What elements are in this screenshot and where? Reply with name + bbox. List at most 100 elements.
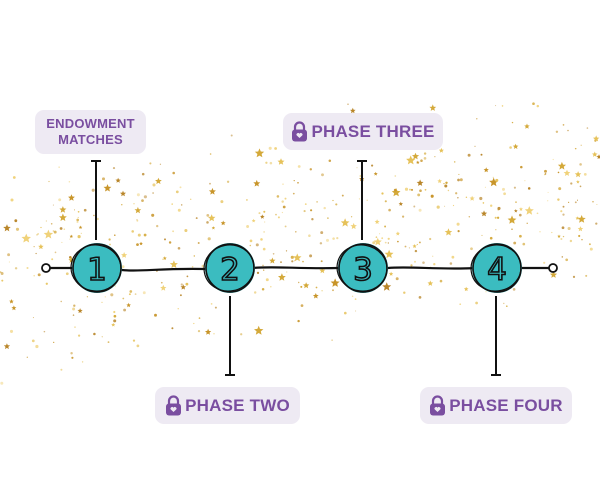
gold-glitter-dot	[263, 210, 266, 213]
gold-star-icon	[575, 216, 580, 220]
gold-glitter-dot	[574, 147, 577, 150]
gold-star-icon	[592, 151, 598, 157]
gold-glitter-dot	[8, 261, 10, 263]
step-node-4: 4	[470, 243, 522, 293]
gold-star-icon	[340, 218, 350, 227]
gold-glitter-dot	[476, 118, 478, 120]
gold-glitter-dot	[586, 127, 589, 129]
gold-glitter-dot	[32, 317, 34, 319]
gold-glitter-dot	[309, 168, 312, 171]
gold-star-icon	[211, 226, 216, 230]
gold-star-icon	[9, 299, 14, 304]
gold-star-icon	[69, 234, 74, 238]
gold-glitter-dot	[114, 285, 116, 287]
gold-glitter-dot	[83, 208, 87, 212]
gold-glitter-dot	[209, 153, 212, 155]
gold-glitter-dot	[186, 275, 189, 278]
gold-star-icon	[254, 325, 264, 335]
gold-glitter-dot	[68, 180, 71, 183]
gold-glitter-dot	[404, 245, 407, 248]
gold-glitter-dot	[574, 201, 577, 204]
gold-glitter-dot	[552, 158, 554, 161]
gold-glitter-dot	[439, 279, 443, 283]
gold-glitter-dot	[515, 201, 517, 203]
gold-glitter-dot	[9, 329, 14, 333]
gold-glitter-dot	[263, 231, 265, 233]
step-label-1: ENDOWMENT MATCHES	[35, 110, 146, 154]
gold-glitter-dot	[562, 213, 565, 216]
gold-glitter-dot	[304, 203, 307, 205]
gold-star-icon	[293, 253, 302, 262]
step-number-2: 2	[220, 252, 240, 288]
gold-glitter-dot	[560, 237, 563, 241]
step-label-3: PHASE THREE	[283, 113, 443, 150]
gold-glitter-dot	[12, 176, 16, 179]
gold-star-icon	[169, 260, 178, 268]
gold-glitter-dot	[558, 187, 562, 191]
gold-glitter-dot	[303, 210, 306, 213]
gold-glitter-dot	[293, 260, 296, 262]
gold-glitter-dot	[74, 326, 76, 328]
gold-star-icon	[382, 282, 392, 291]
gold-glitter-dot	[133, 203, 135, 205]
gold-glitter-dot	[495, 178, 499, 182]
gold-glitter-dot	[15, 227, 20, 231]
gold-glitter-dot	[583, 173, 587, 176]
gold-glitter-dot	[156, 224, 159, 228]
gold-glitter-dot	[65, 272, 69, 276]
gold-glitter-dot	[459, 178, 463, 182]
gold-glitter-dot	[0, 271, 2, 273]
gold-glitter-dot	[561, 256, 564, 258]
gold-glitter-dot	[26, 266, 29, 270]
step-label-4-text: PHASE FOUR	[449, 395, 563, 415]
gold-star-icon	[208, 187, 216, 195]
gold-glitter-dot	[214, 306, 217, 309]
gold-star-icon	[438, 147, 444, 153]
gold-star-icon	[374, 219, 380, 224]
gold-glitter-dot	[163, 238, 167, 241]
gold-glitter-dot	[69, 258, 72, 261]
gold-glitter-dot	[467, 153, 471, 157]
gold-glitter-dot	[141, 199, 144, 202]
gold-glitter-dot	[459, 303, 462, 306]
gold-glitter-dot	[403, 291, 406, 294]
gold-glitter-dot	[10, 198, 14, 202]
gold-glitter-dot	[332, 289, 334, 292]
gold-star-icon	[350, 107, 356, 114]
gold-star-icon	[277, 158, 285, 165]
gold-glitter-dot	[210, 303, 213, 305]
gold-glitter-dot	[91, 188, 95, 192]
gold-glitter-dot	[69, 238, 71, 240]
gold-star-icon	[437, 178, 442, 184]
gold-glitter-dot	[193, 322, 195, 325]
gold-glitter-dot	[63, 228, 66, 230]
gold-glitter-dot	[152, 192, 155, 194]
gold-glitter-dot	[40, 226, 42, 229]
gold-glitter-dot	[561, 226, 565, 230]
gold-star-icon	[483, 167, 489, 173]
gold-glitter-dot	[77, 235, 81, 239]
gold-glitter-dot	[77, 216, 79, 218]
gold-glitter-dot	[579, 185, 582, 188]
gold-star-icon	[416, 160, 420, 164]
gold-glitter-dot	[580, 144, 582, 146]
gold-glitter-dot	[45, 282, 48, 285]
gold-glitter-dot	[585, 274, 588, 277]
gold-glitter-dot	[371, 164, 374, 167]
gold-glitter-dot	[409, 188, 411, 191]
gold-glitter-dot	[315, 286, 318, 289]
gold-glitter-dot	[432, 255, 434, 257]
gold-glitter-dot	[384, 225, 387, 228]
gold-glitter-dot	[171, 203, 173, 205]
gold-glitter-dot	[381, 192, 384, 195]
gold-glitter-dot	[323, 206, 326, 210]
gold-glitter-dot	[136, 344, 140, 348]
gold-glitter-dot	[520, 165, 523, 169]
gold-glitter-dot	[14, 219, 18, 223]
gold-glitter-dot	[282, 183, 284, 185]
gold-star-icon	[480, 210, 488, 217]
gold-glitter-dot	[570, 182, 573, 185]
gold-glitter-dot	[193, 255, 196, 257]
gold-glitter-dot	[136, 193, 140, 197]
